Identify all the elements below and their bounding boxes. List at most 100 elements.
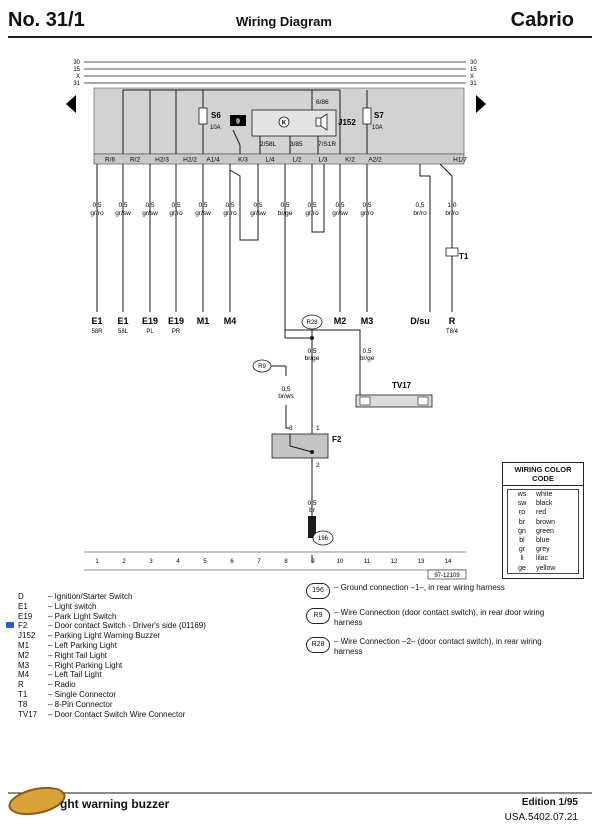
wcc-row: br brown [508,518,578,527]
wcc-abbrev: sw [517,500,527,508]
wire-size: 0,5 [171,202,180,209]
wire-color: gr/ro [169,210,183,217]
legend-text: Light switch [54,601,97,611]
f2-label: F2 [332,435,342,444]
wire-color: gr/ro [305,210,319,217]
legend-code-cell: T1 [8,690,48,700]
legend-code-cell: J152 [8,631,48,641]
legend-description: – 8-Pin Connector [48,700,308,710]
legend-description: – Park Light Switch [48,612,308,622]
left-arrow-marker [66,95,76,113]
legend-description: – Left Tail Light [48,670,308,680]
note-dash: – [334,583,341,592]
legend-dash: – [48,611,55,621]
wcc-abbrev: bl [519,537,525,545]
legend-dash: – [48,670,55,680]
legend-text: Door contact Switch - Driver's side (011… [54,621,206,631]
legend-code: TV17 [18,709,38,719]
legend-description: – Single Connector [48,690,308,700]
note-dash: – [334,637,341,646]
wire-size: 0,5 [307,348,316,355]
legend-item: M3– Right Parking Light [8,661,308,671]
connection-badge: R9 [306,608,330,624]
connector-r9 [252,359,272,373]
legend-code: M1 [18,640,30,650]
relay-position-box [230,115,246,126]
wire-size: 0,5 [362,348,371,355]
t1-connector: T1 [445,247,469,261]
terminal-label: L/3 [318,157,327,164]
fuse-s6-label: S6 [211,111,221,120]
wire-size: 0,5 [225,202,234,209]
wire-color: gr/sw [195,210,211,217]
legend-item: TV17– Door Contact Switch Wire Connector [8,710,308,720]
header-rule [8,36,592,38]
legend-code: F2 [18,621,28,631]
wcc-abbrev: ge [518,564,526,572]
grid-number: 12 [391,559,398,565]
wcc-color-name: red [536,509,547,517]
component-label: E19 [168,316,184,326]
wcc-color-name: yellow [536,564,556,572]
wcc-color-name: brown [536,518,556,526]
bus-labels-right: 30 15 X 31 [470,60,477,87]
legend-text: Radio [54,680,76,690]
terminal-label: R/6 [105,157,116,164]
wire-size: 0,5 [253,202,262,209]
legend-item: R– Radio [8,680,308,690]
legend-dash: – [48,631,55,641]
wcc-row: bl blue [508,536,578,545]
grid-number: 11 [364,559,371,565]
grid-number: 6 [230,559,234,565]
right-arrow-marker [476,95,486,113]
note-text: Wire Connection –2– (door contact switch… [334,637,542,656]
component-label: M3 [361,316,374,326]
wcc-color-name: lilac [536,555,549,563]
grid-number: 5 [203,559,207,565]
wcc-color-name: blue [536,537,550,545]
terminal-label: K/2 [345,157,355,164]
wcc-abbrev: ro [518,509,526,517]
wire-size: 0,5 [362,202,371,209]
terminal-label: H2/2 [183,157,197,164]
component-label: E1 [117,316,128,326]
legend-text: Parking Light Warning Buzzer [54,631,161,641]
wire-runs [96,163,453,340]
legend-dash: – [48,621,55,631]
component-label: M1 [197,316,210,326]
fuse-s7-body [362,107,372,125]
wcc-color-name: white [536,491,553,498]
legend-description: – Door contact Switch - Driver's side (0… [48,621,308,631]
wire-size: 0,5 [415,202,424,209]
wire-color: br/ro [445,210,459,217]
legend-item: M1 – Left Parking Light [8,641,308,651]
connection-note: 196– Ground connection –1–, in rear wiri… [306,583,566,599]
bus-label: 30 [73,60,80,66]
wire-color: br/ge [305,355,320,362]
wcc-abbrev: br [518,518,526,526]
terminal-label: H1/7 [453,157,467,164]
r9-label: R9 [258,364,266,370]
f2-pin-3: 3 [289,425,293,432]
header-title: Wiring Diagram [236,14,332,29]
connection-note-text: – Ground connection –1–, in rear wiring … [334,583,505,599]
legend-item: M4– Left Tail Light [8,670,308,680]
legend-description: – Radio [48,680,308,690]
header: No. 31/1 Wiring Diagram Cabrio [0,0,600,40]
legend-dash: – [48,601,55,611]
component-label: M4 [224,316,237,326]
legend-description: – Left Parking Light [48,641,308,651]
wire-size: 0,5 [280,202,289,209]
connection-notes: 196– Ground connection –1–, in rear wiri… [306,583,566,666]
legend-code: M2 [18,650,30,660]
legend-dash: – [48,709,55,719]
note-text: Wire Connection (door contact switch), i… [334,608,545,627]
wire-color: gr/sw [332,210,348,217]
bus-lines [84,61,466,84]
